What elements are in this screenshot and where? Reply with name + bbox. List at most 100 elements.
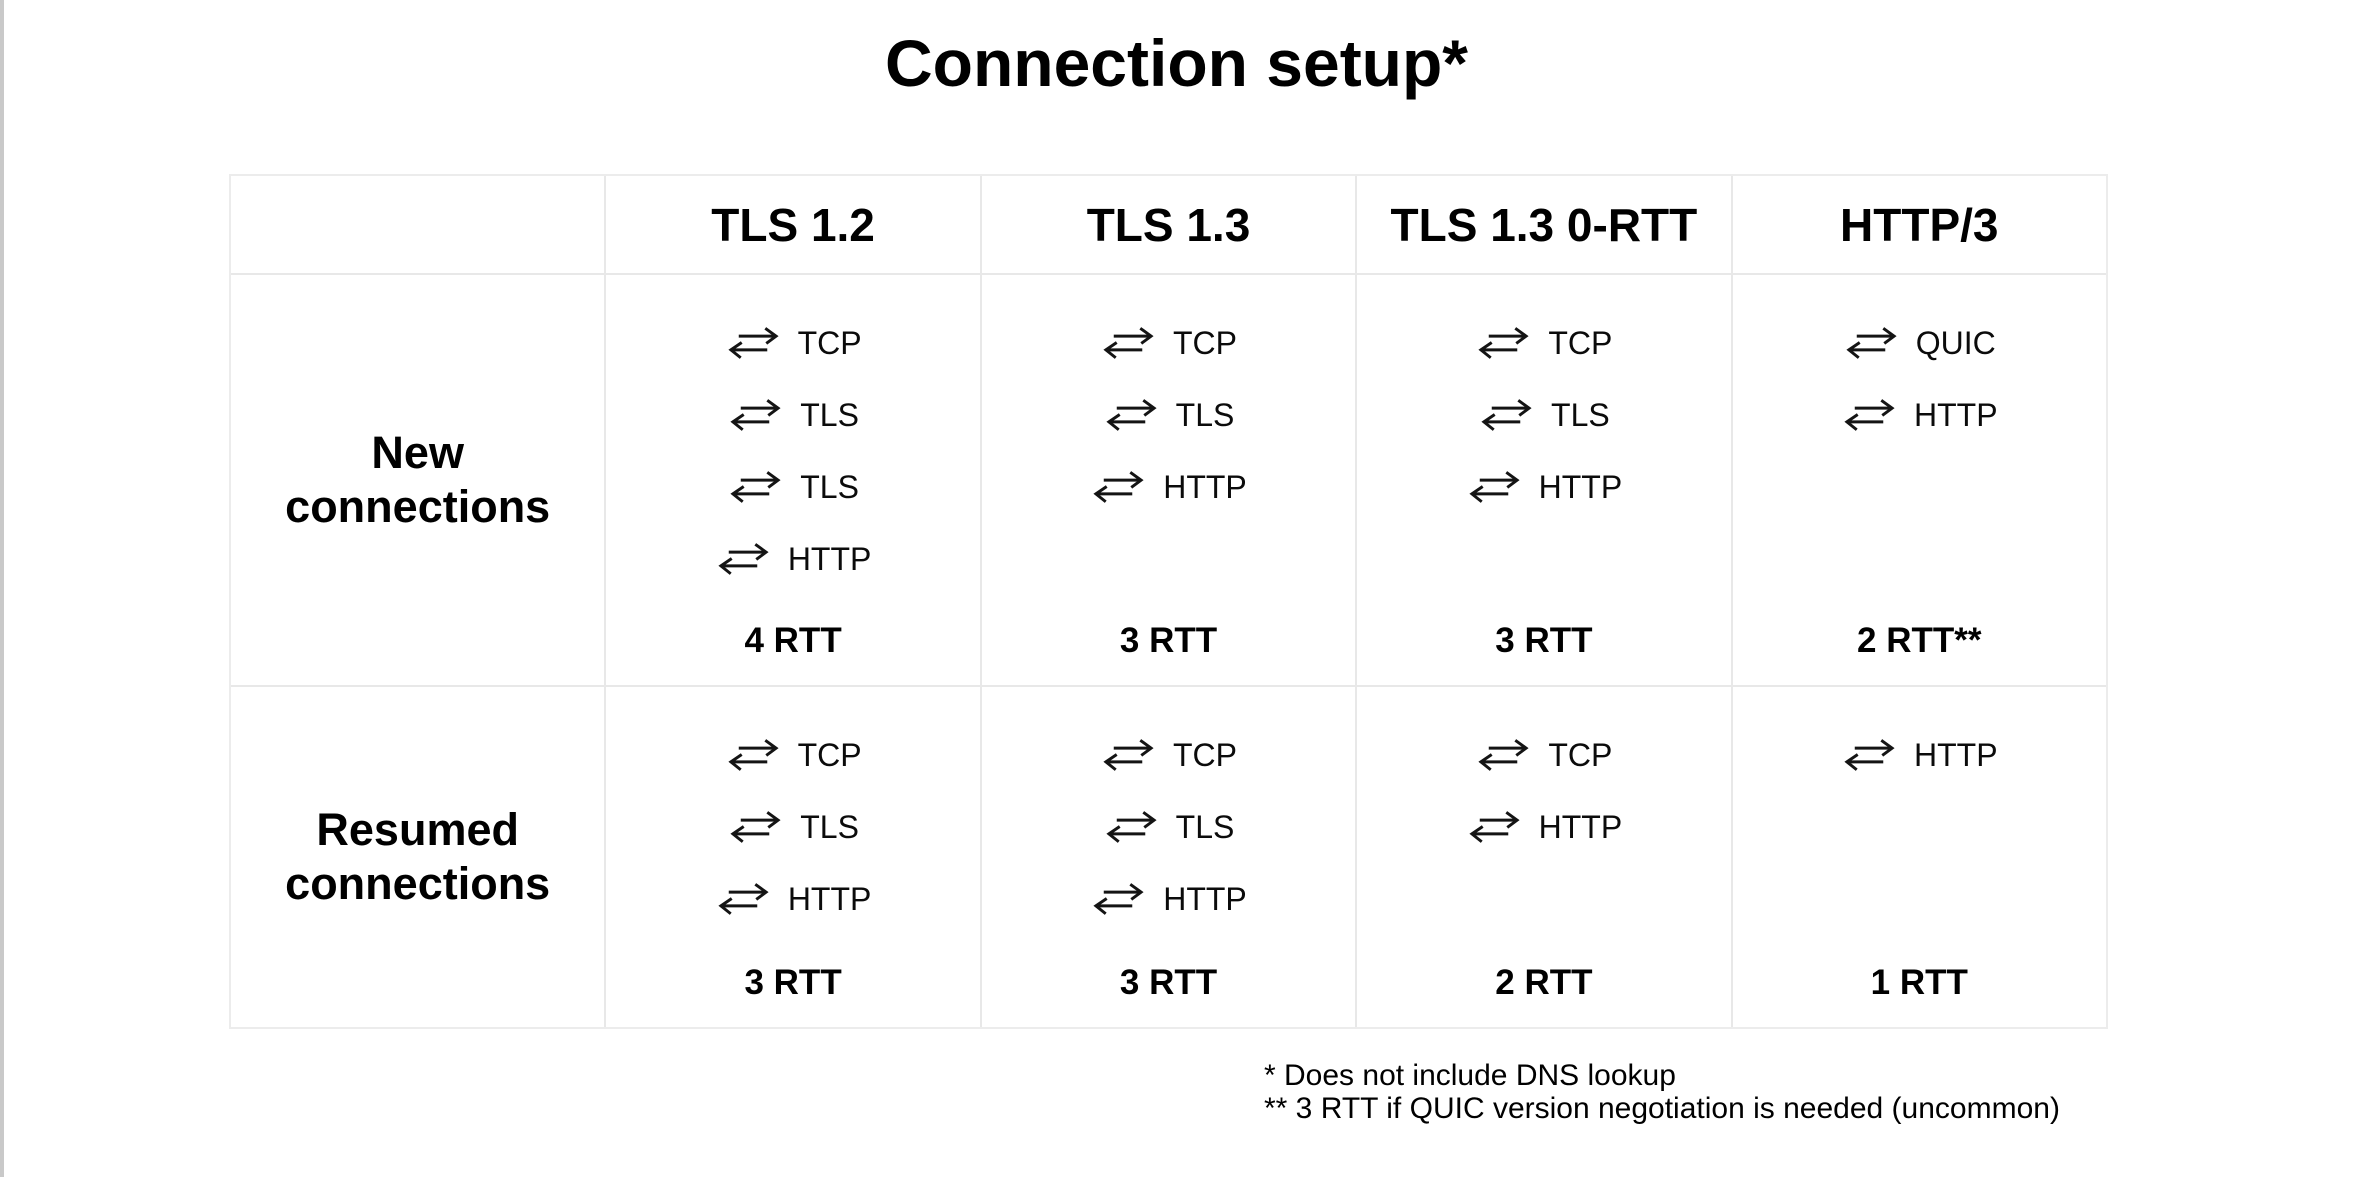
header-cell-tls-1-3-0-rtt: TLS 1.3 0-RTT: [1357, 176, 1731, 273]
handshake-step: TCP: [725, 737, 862, 773]
round-trip-arrows-icon: [1103, 397, 1160, 433]
handshake-step: TLS: [1103, 809, 1235, 845]
handshake-step-label: TCP: [1548, 737, 1613, 773]
rtt-total: 3 RTT: [1495, 621, 1593, 660]
handshake-step: TCP: [1475, 737, 1612, 773]
handshake-step-label: TLS: [800, 809, 859, 845]
handshake-steps: TCP TLS TLS HTTP: [715, 325, 872, 577]
rtt-total: 2 RTT: [1495, 963, 1593, 1002]
round-trip-arrows-icon: [1100, 325, 1157, 361]
round-trip-arrows-icon: [1841, 397, 1898, 433]
handshake-step-label: TCP: [797, 325, 862, 361]
handshake-step: HTTP: [1466, 469, 1623, 505]
handshake-step: HTTP: [1841, 737, 1998, 773]
cell-resumed-tls-1-3-0-rtt: TCP HTTP 2 RTT: [1357, 687, 1731, 1027]
handshake-steps: TCP HTTP: [1466, 737, 1623, 845]
handshake-step-label: TLS: [1551, 397, 1610, 433]
handshake-step: HTTP: [715, 541, 872, 577]
footnotes: * Does not include DNS lookup ** 3 RTT i…: [1264, 1059, 2353, 1125]
page-title: Connection setup*: [884, 26, 1468, 100]
handshake-steps: TCP TLS HTTP: [715, 737, 872, 917]
round-trip-arrows-icon: [1478, 397, 1535, 433]
handshake-step-label: TCP: [1172, 325, 1237, 361]
handshake-step-label: TLS: [1175, 397, 1235, 433]
header-cell-tls-1-2: TLS 1.2: [606, 176, 980, 273]
handshake-step-label: HTTP: [787, 541, 872, 577]
round-trip-arrows-icon: [1475, 325, 1532, 361]
rtt-total: 3 RTT: [1119, 621, 1218, 660]
handshake-step: TCP: [1100, 325, 1237, 361]
cell-new-tls-1-3: TCP TLS HTTP 3 RTT: [981, 275, 1356, 685]
handshake-step: QUIC: [1843, 325, 1996, 361]
round-trip-arrows-icon: [727, 809, 784, 845]
row-label-new-connections: New connections: [231, 275, 605, 685]
cell-resumed-tls-1-2: TCP TLS HTTP 3 RTT: [606, 687, 980, 1027]
handshake-step: TLS: [727, 397, 859, 433]
handshake-step: TLS: [1478, 397, 1610, 433]
rtt-total: 2 RTT**: [1857, 621, 1982, 660]
cell-new-tls-1-3-0-rtt: TCP TLS HTTP 3 RTT: [1357, 275, 1731, 685]
handshake-step-label: TCP: [797, 737, 862, 773]
cell-new-tls-1-2: TCP TLS TLS HTTP 4 RTT: [606, 275, 980, 685]
handshake-step-label: HTTP: [1163, 881, 1247, 917]
round-trip-arrows-icon: [715, 541, 772, 577]
round-trip-arrows-icon: [1843, 325, 1900, 361]
round-trip-arrows-icon: [1103, 809, 1160, 845]
round-trip-arrows-icon: [725, 737, 782, 773]
round-trip-arrows-icon: [1466, 469, 1523, 505]
cell-new-http-3: QUIC HTTP 2 RTT**: [1732, 275, 2106, 685]
connection-setup-table: TLS 1.2 TLS 1.3 TLS 1.3 0-RTT HTTP/3 New…: [229, 174, 2108, 1029]
handshake-step: HTTP: [1841, 397, 1998, 433]
handshake-step-label: HTTP: [1538, 469, 1623, 505]
handshake-step: TLS: [727, 469, 859, 505]
round-trip-arrows-icon: [727, 397, 784, 433]
rtt-total: 4 RTT: [744, 621, 842, 660]
handshake-step: HTTP: [1090, 469, 1247, 505]
handshake-steps: TCP TLS HTTP: [1466, 325, 1623, 505]
handshake-step-label: HTTP: [1163, 469, 1247, 505]
handshake-step: TCP: [725, 325, 862, 361]
round-trip-arrows-icon: [1100, 737, 1157, 773]
footnote-quic-negotiation: ** 3 RTT if QUIC version negotiation is …: [1264, 1092, 2060, 1125]
handshake-step: HTTP: [1090, 881, 1247, 917]
header-cell-tls-1-3: TLS 1.3: [981, 176, 1356, 273]
rtt-total: 3 RTT: [1119, 963, 1218, 1002]
cell-resumed-tls-1-3: TCP TLS HTTP 3 RTT: [981, 687, 1356, 1027]
cell-resumed-http-3: HTTP 1 RTT: [1732, 687, 2106, 1027]
rtt-total: 3 RTT: [744, 963, 842, 1002]
footnote-dns: * Does not include DNS lookup: [1264, 1059, 1676, 1092]
handshake-step: TCP: [1100, 737, 1237, 773]
handshake-step-label: HTTP: [1914, 397, 1998, 433]
handshake-step-label: HTTP: [1914, 737, 1998, 773]
handshake-step-label: TLS: [800, 469, 859, 505]
handshake-step: HTTP: [715, 881, 872, 917]
handshake-steps: TCP TLS HTTP: [1090, 325, 1247, 505]
handshake-steps: HTTP: [1841, 737, 1998, 773]
handshake-steps: TCP TLS HTTP: [1090, 737, 1247, 917]
round-trip-arrows-icon: [1466, 809, 1523, 845]
round-trip-arrows-icon: [725, 325, 782, 361]
header-cell-http-3: HTTP/3: [1732, 176, 2106, 273]
handshake-step: TCP: [1475, 325, 1612, 361]
page-left-edge: [0, 0, 4, 1177]
header-cell-empty: [231, 176, 605, 273]
handshake-step: HTTP: [1466, 809, 1623, 845]
handshake-step-label: TCP: [1548, 325, 1613, 361]
handshake-step-label: TLS: [1175, 809, 1235, 845]
round-trip-arrows-icon: [1090, 881, 1147, 917]
handshake-step: TLS: [1103, 397, 1235, 433]
round-trip-arrows-icon: [1841, 737, 1898, 773]
round-trip-arrows-icon: [1090, 469, 1147, 505]
handshake-steps: QUIC HTTP: [1841, 325, 1998, 433]
round-trip-arrows-icon: [1475, 737, 1532, 773]
row-label-resumed-connections: Resumed connections: [231, 687, 605, 1027]
handshake-step-label: HTTP: [1538, 809, 1623, 845]
handshake-step: TLS: [727, 809, 859, 845]
rtt-total: 1 RTT: [1870, 963, 1968, 1002]
handshake-step-label: HTTP: [787, 881, 872, 917]
round-trip-arrows-icon: [727, 469, 784, 505]
handshake-step-label: TLS: [800, 397, 859, 433]
handshake-step-label: TCP: [1172, 737, 1237, 773]
handshake-step-label: QUIC: [1915, 325, 1996, 361]
round-trip-arrows-icon: [715, 881, 772, 917]
